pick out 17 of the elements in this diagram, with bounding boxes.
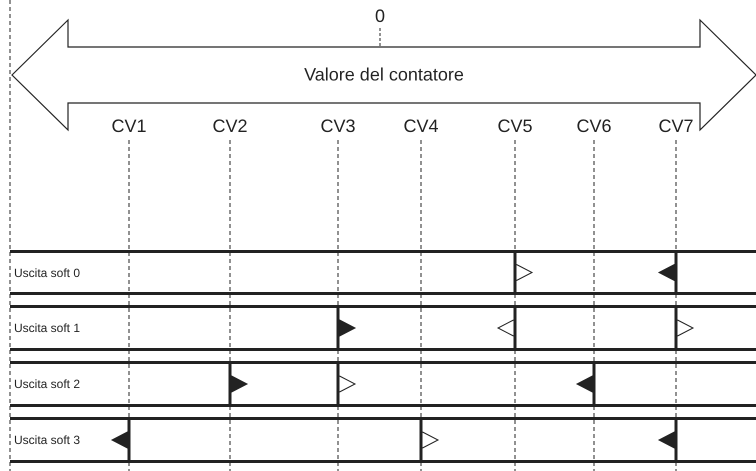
counter-value-label: CV5 [498, 116, 532, 136]
counter-value-label: CV7 [658, 116, 694, 136]
signal-name: Uscita soft 1 [14, 321, 80, 335]
counter-value-label: CV1 [112, 116, 146, 136]
arrow-label: Valore del contatore [304, 64, 464, 86]
counter-value-label: CV4 [404, 116, 438, 136]
signal-band [10, 417, 756, 463]
signal-band [10, 361, 756, 407]
signal-band [10, 250, 756, 295]
counter-value-label: CV2 [212, 116, 248, 136]
signal-band [10, 305, 756, 351]
axis-value: 0 [375, 6, 385, 26]
counter-value-label: CV3 [320, 116, 356, 136]
signal-name: Uscita soft 0 [14, 266, 80, 280]
signal-name: Uscita soft 3 [14, 433, 80, 447]
counter-value-label: CV6 [576, 116, 612, 136]
signal-name: Uscita soft 2 [14, 377, 80, 391]
